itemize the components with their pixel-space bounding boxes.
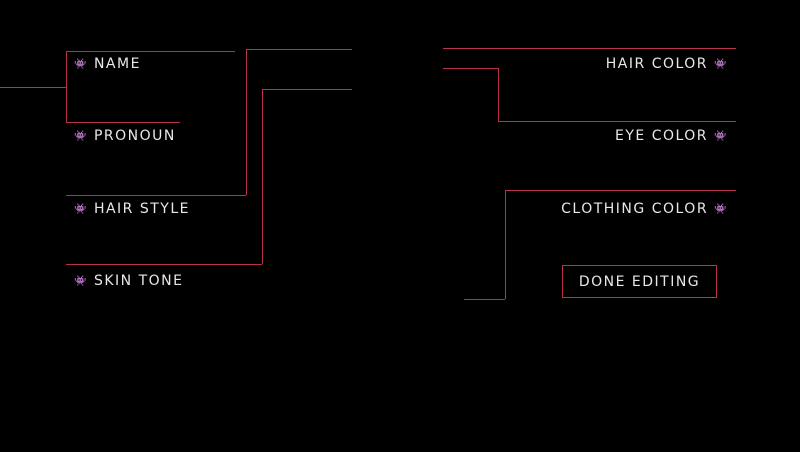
done-editing-button[interactable]: DONE EDITING [562,265,717,298]
option-clothing-color[interactable]: CLOTHING COLOR 👾 [561,201,728,217]
option-skin-tone[interactable]: 👾 SKIN TONE [74,273,183,289]
option-hair-style[interactable]: 👾 HAIR STYLE [74,201,190,217]
option-label: NAME [93,56,141,72]
connector-line [443,68,498,69]
connector-line [66,264,262,265]
option-hair-color[interactable]: HAIR COLOR 👾 [606,56,728,72]
alien-invader-icon: 👾 [714,203,728,215]
connector-line [262,89,263,264]
connector-line [505,190,506,299]
connector-line [443,48,736,49]
alien-invader-icon: 👾 [74,203,88,215]
option-label: PRONOUN [93,128,176,144]
connector-line [246,49,247,195]
connector-line [0,87,66,88]
option-label: HAIR COLOR [605,56,709,72]
alien-invader-icon: 👾 [714,58,728,70]
option-label: CLOTHING COLOR [561,201,709,217]
alien-invader-icon: 👾 [714,130,728,142]
connector-line [66,51,67,122]
alien-invader-icon: 👾 [74,58,88,70]
connector-line [505,190,736,191]
connector-line [498,68,499,121]
option-label: HAIR STYLE [93,201,190,217]
connector-line [464,299,505,300]
alien-invader-icon: 👾 [74,130,88,142]
connector-line [66,51,235,52]
connector-line [66,122,180,123]
connector-line [498,121,736,122]
option-label: EYE COLOR [615,128,709,144]
option-eye-color[interactable]: EYE COLOR 👾 [615,128,728,144]
alien-invader-icon: 👾 [74,275,88,287]
connector-line [66,195,246,196]
connector-line [246,49,352,50]
option-label: SKIN TONE [93,273,184,289]
option-pronoun[interactable]: 👾 PRONOUN [74,128,176,144]
option-name[interactable]: 👾 NAME [74,56,141,72]
connector-line [262,89,352,90]
